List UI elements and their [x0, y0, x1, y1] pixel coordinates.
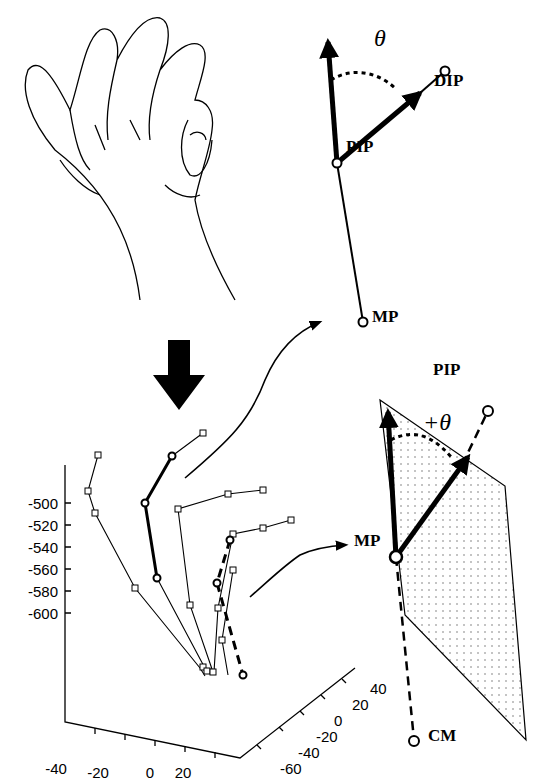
axis-tick: 0 [146, 765, 154, 780]
joint-label: MP [354, 532, 380, 549]
joint-label: CM [428, 727, 456, 744]
callout-arrow [185, 322, 346, 597]
angle-symbol: +θ [423, 410, 451, 434]
highlight-joints [142, 453, 247, 679]
axis-tick: -40 [45, 761, 67, 776]
hand-sketch [25, 18, 235, 300]
process-arrow [153, 340, 205, 410]
joint-label: MP [372, 308, 398, 325]
axis-tick: 0 [334, 713, 342, 728]
trace-points [85, 430, 294, 675]
finger-traces [88, 433, 291, 676]
axis-tick: -600 [28, 606, 58, 621]
axis-tick: 20 [175, 765, 192, 780]
highlight-finger [145, 456, 243, 675]
axis-tick: -20 [87, 765, 109, 780]
axis-tick: -500 [28, 496, 58, 511]
axis-tick: -520 [28, 518, 58, 533]
axis-tick: -60 [280, 761, 302, 776]
axis-tick: -540 [28, 540, 58, 555]
axis-tick: 20 [352, 697, 369, 712]
dip-angle-diagram [328, 42, 450, 327]
joint-label: PIP [433, 361, 460, 378]
axis-tick: 40 [370, 681, 387, 696]
mp-angle-diagram [380, 400, 526, 746]
angle-symbol: θ [374, 26, 386, 50]
axis-tick: -580 [28, 584, 58, 599]
joint-label: DIP [434, 72, 463, 89]
axis-tick: -560 [28, 562, 58, 577]
axis-tick: -40 [298, 745, 320, 760]
plot-axes [65, 465, 355, 758]
axis-tick: -20 [316, 729, 338, 744]
joint-label: PIP [346, 138, 373, 155]
